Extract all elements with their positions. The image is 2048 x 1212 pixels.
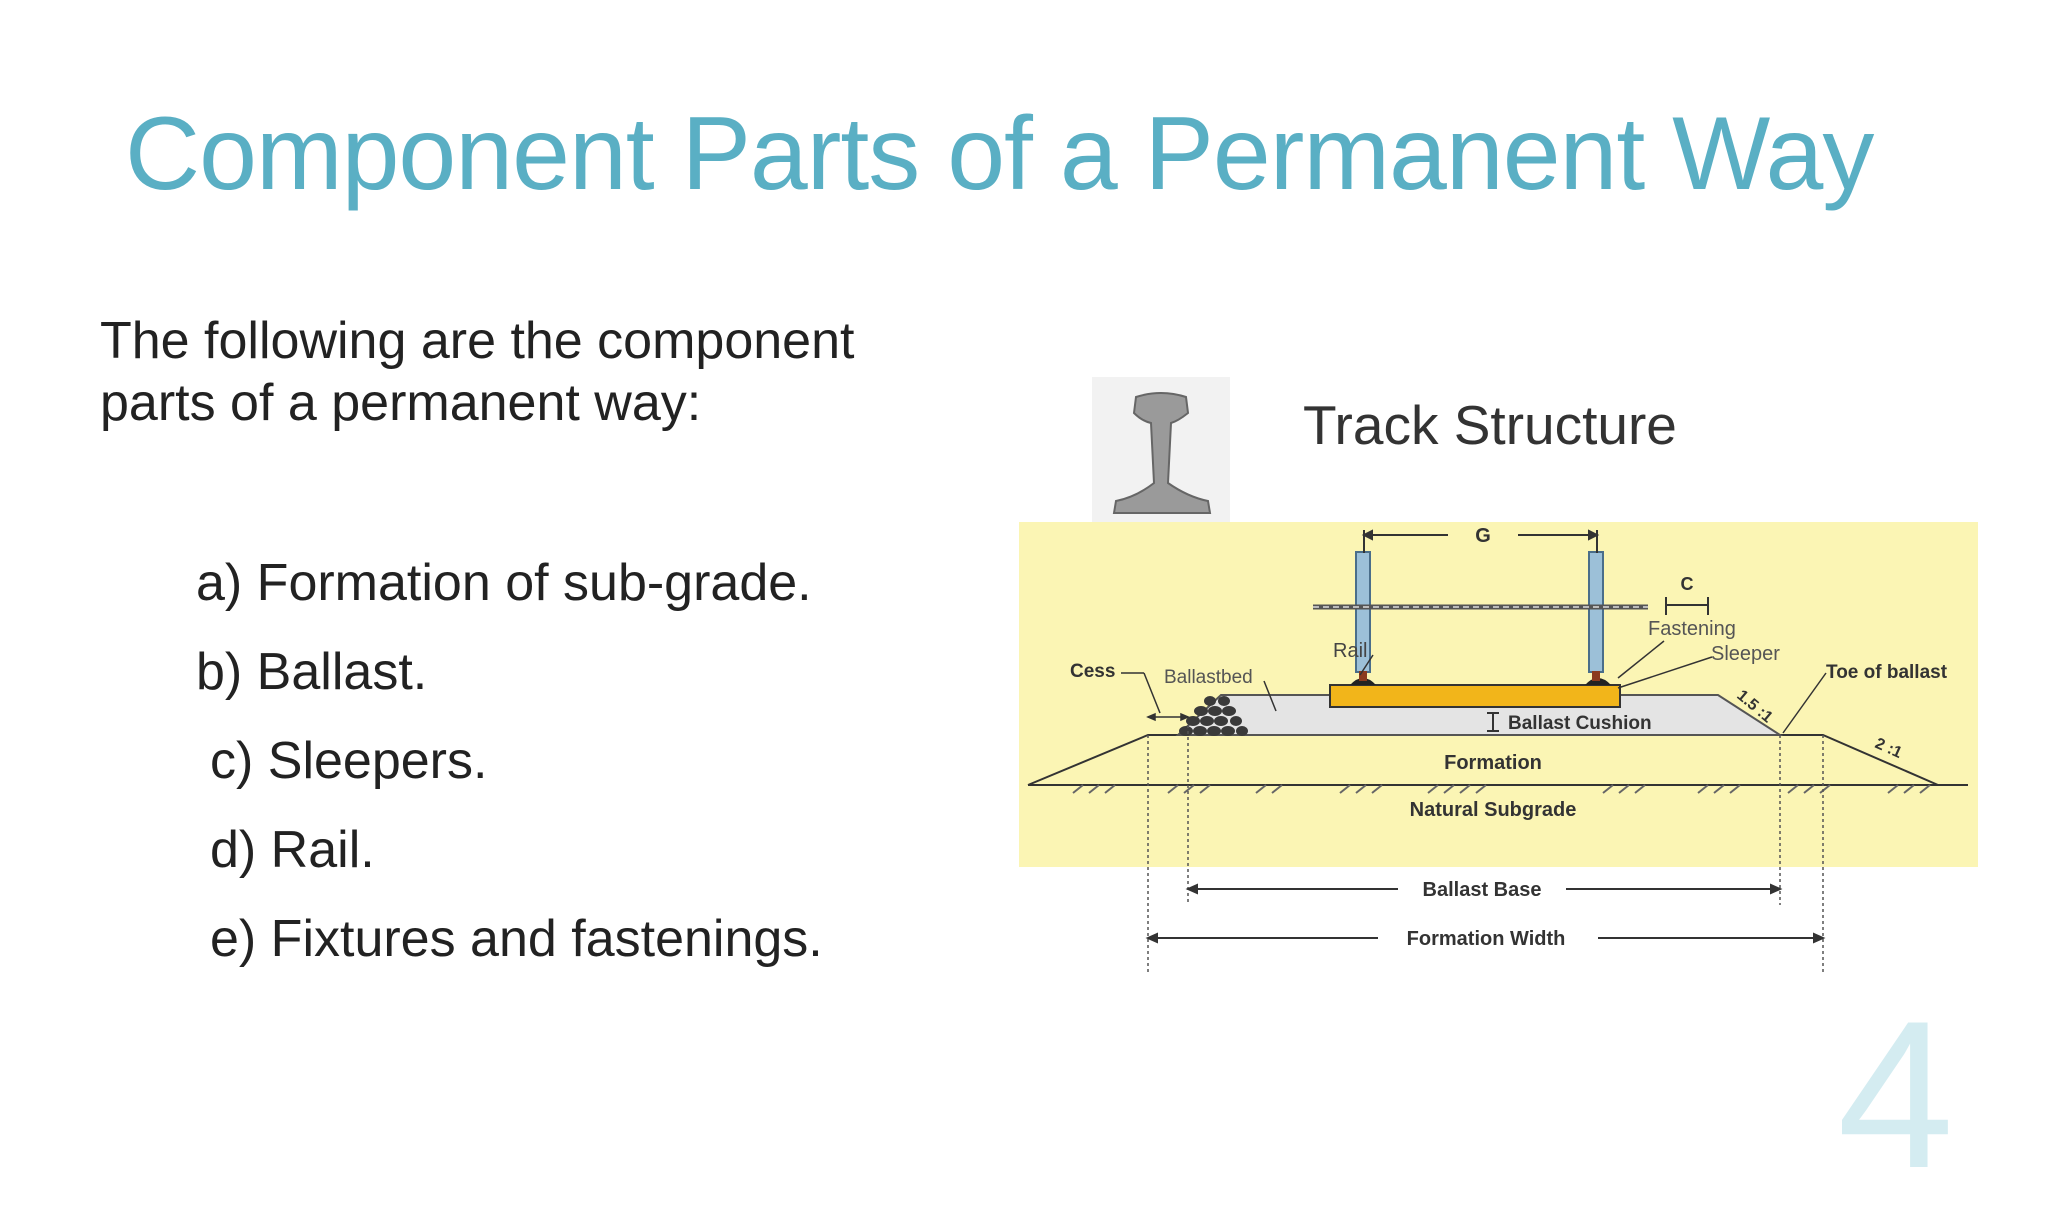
subgrade-label: Natural Subgrade: [1410, 799, 1577, 821]
list-item: c) Sleepers.: [210, 732, 488, 790]
grass-marks: [1072, 784, 1931, 794]
list-item: e) Fixtures and fastenings.: [210, 910, 823, 968]
toe-leader: [1782, 672, 1827, 734]
ballast-stones: [1179, 696, 1248, 736]
fastening-label: Fastening: [1648, 618, 1736, 640]
gauge-label: G: [1475, 525, 1491, 547]
formation-width-dimension: [1145, 932, 1826, 944]
rail-right: [1588, 551, 1604, 681]
ballastbed-leader: [1263, 680, 1277, 712]
rail-pad-right: [1585, 678, 1611, 685]
clearance-dimension: [1665, 597, 1709, 615]
formation-label: Formation: [1444, 752, 1542, 774]
rail-leader: [1359, 654, 1374, 676]
figure-title: Track Structure: [1303, 394, 1677, 456]
gauge-dimension: [1361, 529, 1600, 553]
ballast-base-label: Ballast Base: [1423, 879, 1542, 901]
sleeper-leader: [1617, 656, 1713, 689]
intro-text: The following are the component parts of…: [100, 312, 855, 432]
cess-dimension: [1146, 712, 1190, 722]
ballast-base-dimension: [1185, 883, 1783, 895]
list-item: a) Formation of sub-grade.: [196, 554, 812, 612]
cess-label: Cess: [1070, 661, 1115, 682]
cushion-dimension: [1487, 712, 1499, 732]
slide-title: Component Parts of a Permanent Way: [125, 96, 1874, 212]
formation-width-label: Formation Width: [1407, 928, 1566, 950]
cess-leader-2: [1143, 672, 1161, 714]
ballastbed-label: Ballastbed: [1164, 667, 1253, 688]
rail-pad-left: [1350, 678, 1376, 685]
sleeper-label: Sleeper: [1711, 643, 1780, 665]
toe-label: Toe of ballast: [1826, 662, 1948, 683]
track-diagram: G C Fastening Sleeper Rail Cess Ballastb…: [1019, 377, 1978, 975]
fastening-leader: [1617, 640, 1665, 679]
rail-section-image: [1092, 377, 1230, 523]
cushion-label: Ballast Cushion: [1508, 713, 1652, 734]
page-number: 4: [1837, 977, 1954, 1212]
extension-lines: [1147, 725, 1824, 975]
track-structure-figure: G C Fastening Sleeper Rail Cess Ballastb…: [1018, 375, 1978, 995]
component-list: a) Formation of sub-grade. b) Ballast. c…: [196, 553, 823, 998]
sleeper: [1329, 684, 1621, 708]
list-item: d) Rail.: [210, 821, 375, 879]
rail-label: Rail: [1333, 640, 1367, 662]
clearance-label: C: [1681, 574, 1694, 594]
list-item: b) Ballast.: [196, 643, 428, 701]
